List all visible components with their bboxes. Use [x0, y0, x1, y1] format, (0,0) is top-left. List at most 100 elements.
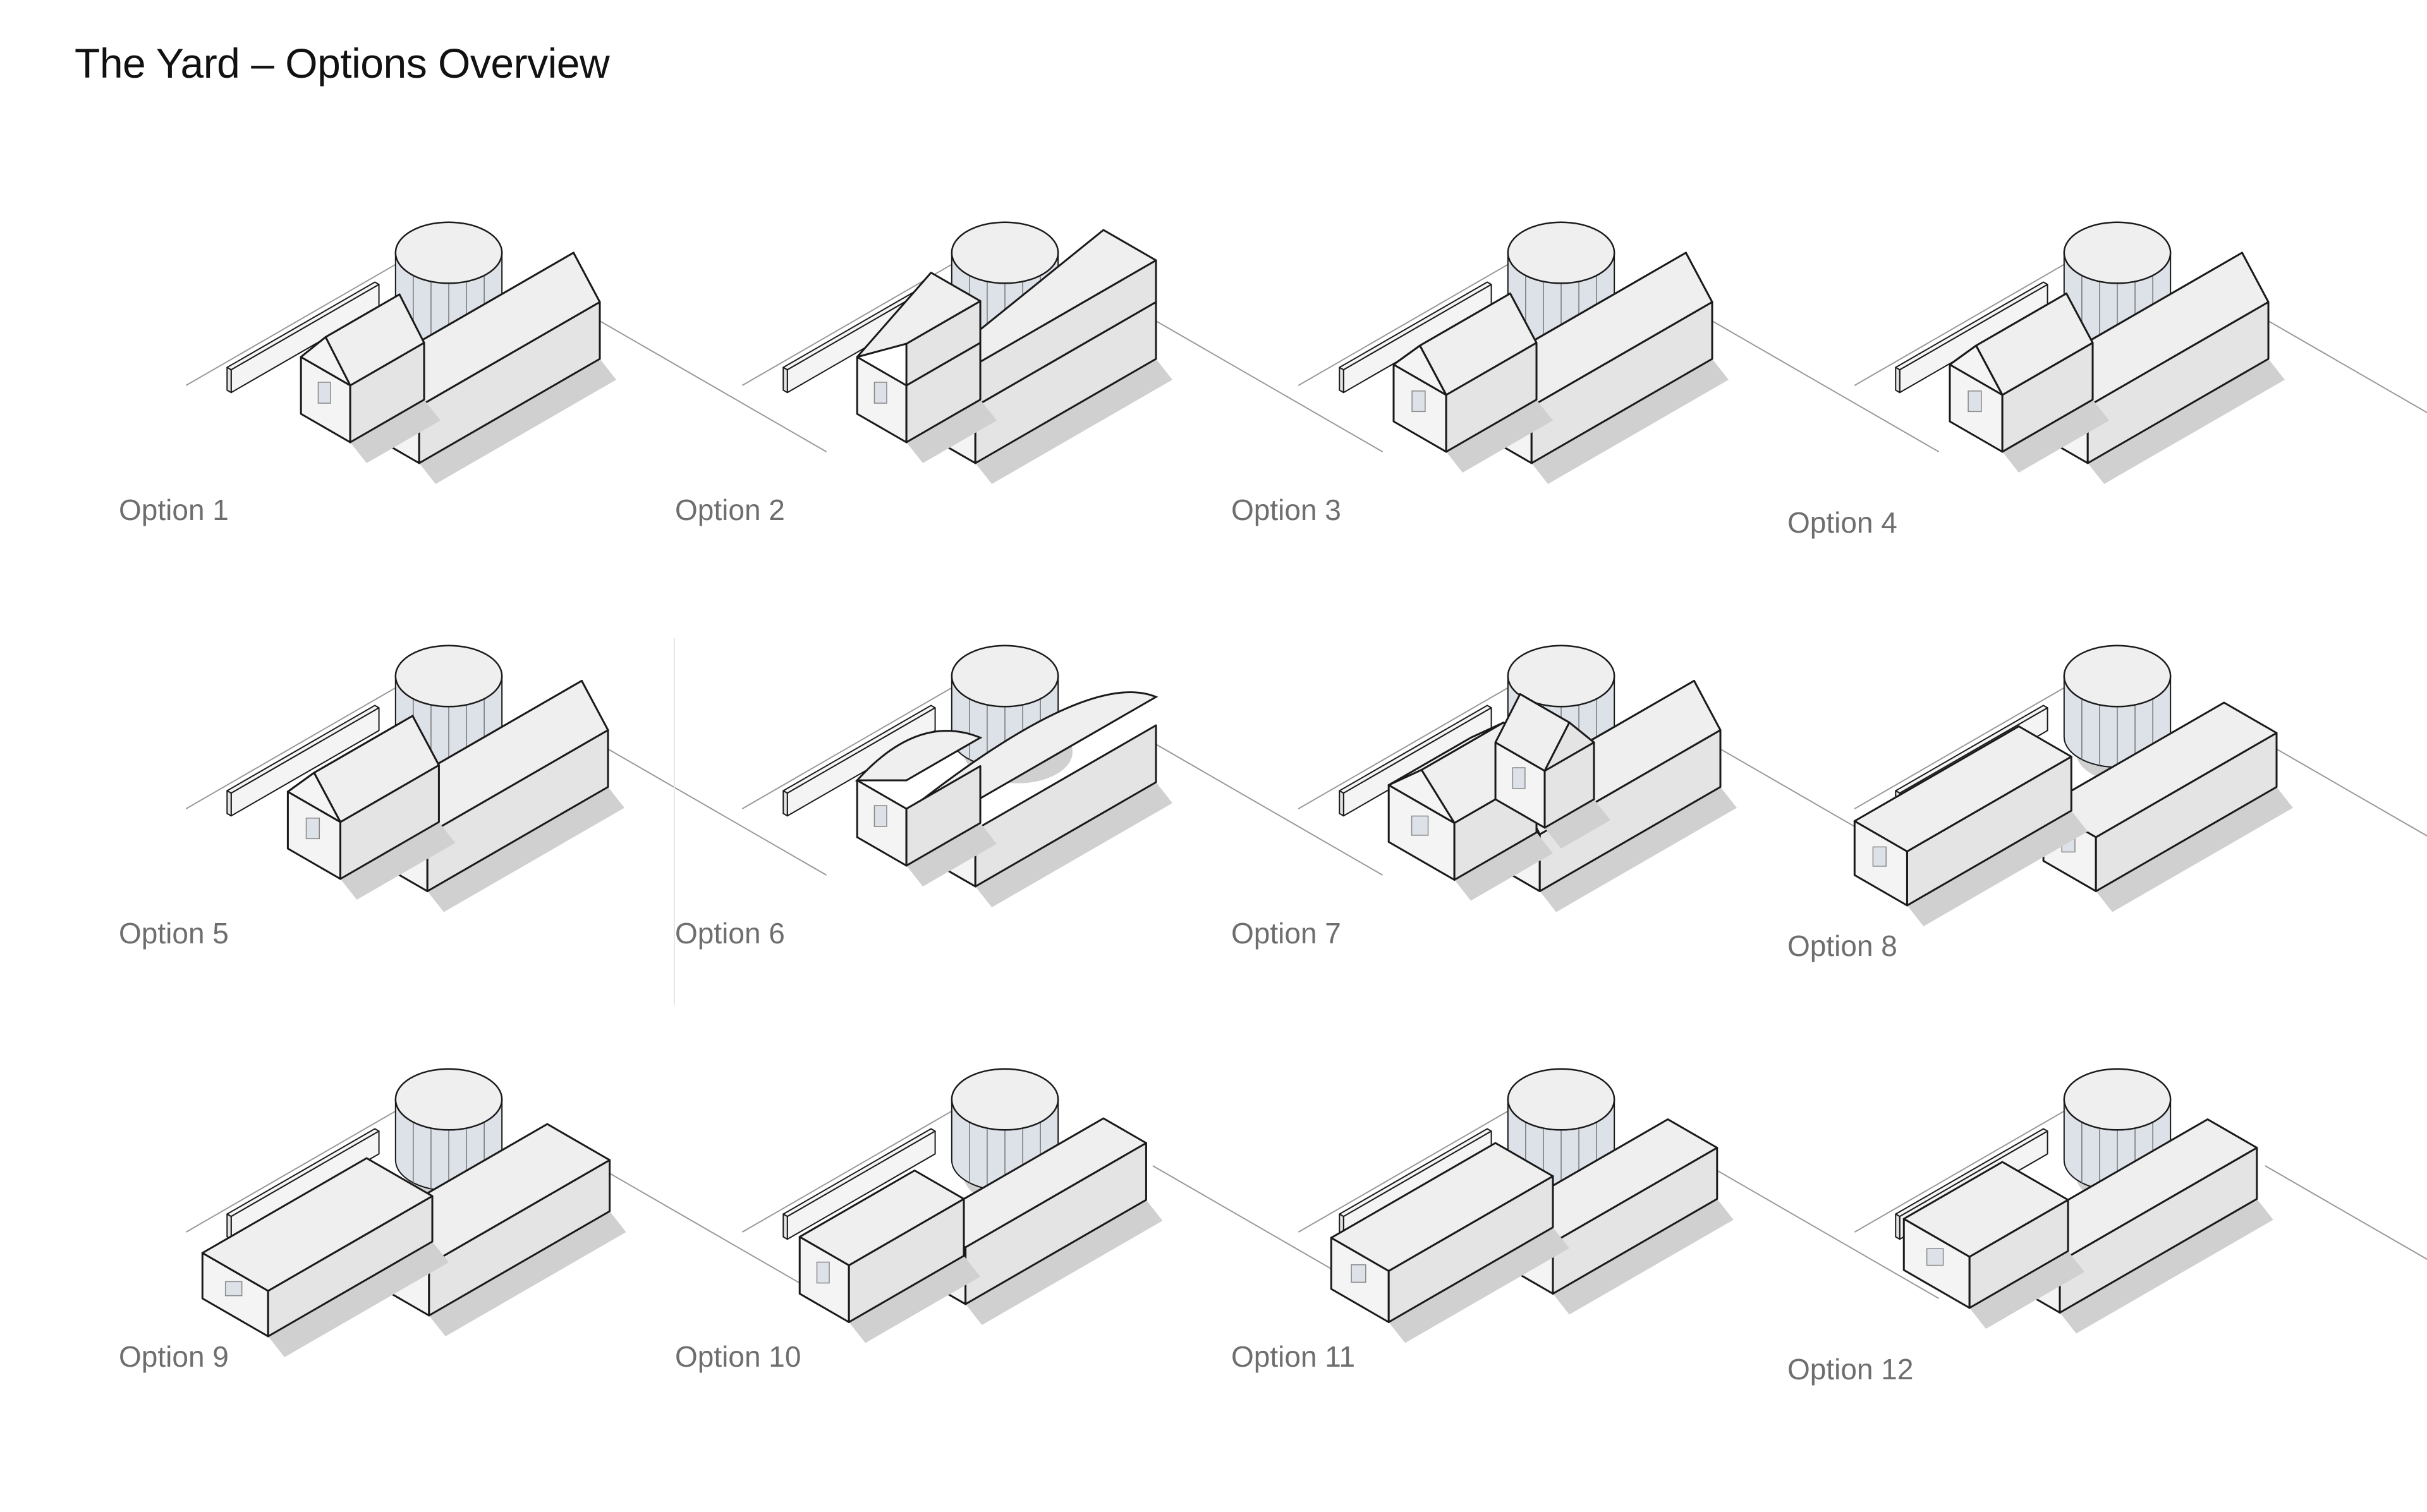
option-axonometric: [1298, 1068, 1940, 1343]
bar-b-window: [1872, 846, 1887, 867]
option-cell: Option 6: [651, 613, 1384, 1036]
wing-b-window: [1351, 1264, 1366, 1283]
wing-b-window: [1411, 390, 1426, 413]
pavilion-roof: [1507, 221, 1615, 284]
option-label: Option 2: [675, 493, 785, 526]
option-cell: Option 4: [1763, 190, 2427, 613]
wing-b-roof: [1902, 1161, 2069, 1258]
site-line: [596, 742, 827, 876]
wall-end: [1339, 366, 1344, 394]
wing-b-window: [305, 818, 320, 840]
site-line: [741, 666, 989, 809]
site-line: [741, 243, 989, 386]
option-label: Option 9: [119, 1340, 229, 1373]
option-drawing: [1298, 221, 1940, 484]
option-label: Option 4: [1787, 506, 1897, 539]
wing-b-roof: [201, 1157, 434, 1292]
option-label: Option 7: [1231, 917, 1341, 950]
site-line: [1152, 742, 1384, 876]
site-line: [596, 1165, 827, 1299]
pavilion-roof: [1507, 1068, 1615, 1131]
site-line: [1854, 243, 2102, 386]
block-shadow: [340, 822, 456, 900]
option-drawing: [1854, 221, 2427, 484]
block-shadow: [2096, 787, 2293, 912]
block-shadow: [2088, 359, 2285, 484]
wing-b-window: [816, 1261, 830, 1284]
option-drawing: [741, 221, 1384, 484]
wing-c-window: [1512, 767, 1526, 789]
option-drawing: [1853, 644, 2427, 926]
option-drawing: [1298, 644, 1940, 912]
pavilion-roof: [1507, 644, 1615, 708]
option-label: Option 10: [675, 1340, 801, 1373]
block-shadow: [1389, 1227, 1569, 1343]
bar-b-roof: [1853, 725, 2072, 852]
wing-b-roof: [798, 1170, 965, 1266]
option-axonometric: [185, 644, 827, 912]
site-line: [185, 666, 433, 809]
wall-end: [782, 366, 788, 394]
block-shadow: [906, 823, 997, 886]
wing-b-window: [1411, 815, 1429, 836]
wall-end: [226, 790, 232, 817]
pavilion-roof: [2063, 1068, 2172, 1131]
wing-b-window: [1926, 1248, 1944, 1266]
option-cell: Option 8: [1763, 613, 2427, 1036]
block-shadow: [975, 359, 1172, 484]
block-shadow: [1454, 832, 1554, 901]
block-shadow: [1969, 1251, 2085, 1329]
option-cell: Option 5: [95, 613, 827, 1036]
site-line: [596, 318, 827, 452]
block-shadow: [2002, 399, 2110, 473]
wing-b-window: [224, 1281, 243, 1297]
block-shadow: [419, 359, 616, 484]
wall-end: [226, 366, 232, 394]
pavilion-roof: [951, 644, 1059, 708]
option-cell: Option 12: [1763, 1036, 2427, 1460]
option-axonometric: [1854, 221, 2427, 484]
wing-b-gable-end: [300, 336, 351, 387]
pavilion-roof: [951, 1068, 1059, 1131]
page-title: The Yard – Options Overview: [75, 40, 610, 87]
site-line: [2265, 318, 2427, 414]
option-cell: Option 9: [95, 1036, 827, 1460]
wall-end: [782, 1213, 788, 1240]
wing-b-side-wall: [905, 765, 982, 867]
wing-a-roof: [922, 1117, 1147, 1249]
site-line: [1708, 318, 1940, 452]
option-axonometric: [1298, 644, 1940, 912]
site-line: [1152, 318, 1384, 452]
block-shadow: [1540, 787, 1737, 912]
wing-b-gable-end: [1949, 344, 2004, 396]
bar-a-roof: [2042, 701, 2278, 838]
block-shadow: [350, 399, 441, 463]
wing-b-gable-end: [1387, 769, 1456, 824]
option-label: Option 12: [1787, 1353, 1914, 1386]
option-axonometric: [741, 1068, 1384, 1343]
site-line: [185, 243, 433, 386]
option-axonometric: [741, 221, 1384, 484]
block-shadow: [849, 1255, 981, 1343]
option-cell: Option 11: [1207, 1036, 1940, 1460]
option-label: Option 1: [119, 493, 229, 526]
option-label: Option 5: [119, 917, 229, 950]
site-line: [1708, 1165, 1940, 1299]
wing-b-gable-end: [286, 771, 342, 823]
wing-b-window: [873, 382, 887, 404]
option-label: Option 3: [1231, 493, 1341, 526]
option-label: Option 6: [675, 917, 785, 950]
option-cell: Option 1: [95, 190, 827, 613]
option-label: Option 11: [1231, 1340, 1356, 1373]
option-axonometric: [185, 221, 827, 484]
site-line: [2265, 1165, 2427, 1261]
wing-b-roof: [1330, 1142, 1554, 1272]
wing-b-gable-end: [1392, 344, 1447, 396]
option-axonometric: [185, 1068, 827, 1357]
block-shadow: [906, 399, 997, 463]
site-line: [185, 1089, 433, 1233]
block-shadow: [1907, 811, 2088, 926]
option-label: Option 8: [1787, 929, 1897, 962]
wing-b-window: [317, 382, 331, 404]
option-cell: Option 7: [1207, 613, 1940, 1036]
